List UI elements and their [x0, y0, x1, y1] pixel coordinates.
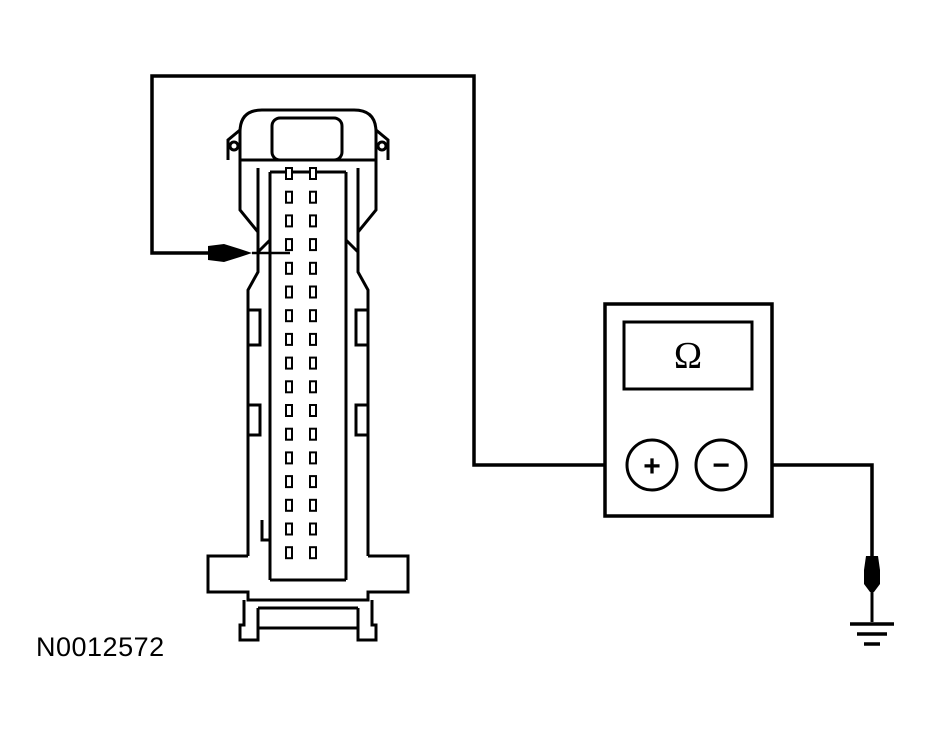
connector-pin	[285, 332, 293, 346]
connector	[206, 108, 410, 642]
connector-pin	[309, 332, 317, 346]
connector-pin	[285, 522, 293, 536]
connector-pin	[309, 404, 317, 417]
connector-flange	[206, 554, 410, 602]
connector-pin	[309, 451, 317, 465]
connector-pin	[285, 190, 293, 204]
connector-pin	[309, 546, 317, 560]
meter-display	[622, 320, 754, 391]
back-probe	[208, 244, 290, 262]
connector-pin	[309, 261, 317, 275]
positive-terminal	[625, 438, 679, 492]
connector-pin	[285, 167, 293, 180]
positive-lead-wire	[150, 74, 626, 467]
connector-pin	[309, 190, 317, 204]
connector-pin	[309, 356, 317, 370]
ohm-symbol: Ω	[674, 335, 702, 377]
probed-pin	[285, 238, 293, 252]
connector-pin	[285, 475, 293, 489]
connector-pin	[309, 427, 317, 441]
ohmmeter: Ω + −	[603, 302, 774, 518]
figure-reference-id: N0012572	[36, 632, 165, 662]
connector-top-cap	[238, 108, 378, 160]
connector-pin	[309, 214, 317, 228]
connector-pin	[309, 475, 317, 489]
connector-pin	[285, 498, 293, 512]
connector-pin	[309, 238, 317, 252]
positive-terminal-label: +	[643, 450, 661, 483]
connector-pin	[309, 522, 317, 536]
negative-terminal-label: −	[712, 449, 730, 482]
connector-pin	[285, 427, 293, 441]
connector-pin	[309, 380, 317, 394]
ground-probe	[864, 556, 880, 622]
connector-pin	[285, 261, 293, 275]
connector-pin	[309, 498, 317, 512]
connector-pin	[309, 309, 317, 323]
connector-pin-grid	[285, 167, 317, 560]
connector-pin	[309, 167, 317, 180]
connector-pin	[285, 309, 293, 323]
negative-terminal	[694, 438, 748, 492]
connector-pin	[285, 404, 293, 417]
ground-icon	[850, 622, 894, 646]
connector-pin	[285, 380, 293, 394]
connector-pin	[285, 214, 293, 228]
connector-pin	[309, 285, 317, 299]
connector-bottom-latch	[238, 600, 378, 642]
negative-lead-wire	[746, 463, 874, 556]
connector-pin	[285, 451, 293, 465]
connector-pin	[285, 356, 293, 370]
connector-pin	[285, 285, 293, 299]
connector-pin	[285, 546, 293, 560]
